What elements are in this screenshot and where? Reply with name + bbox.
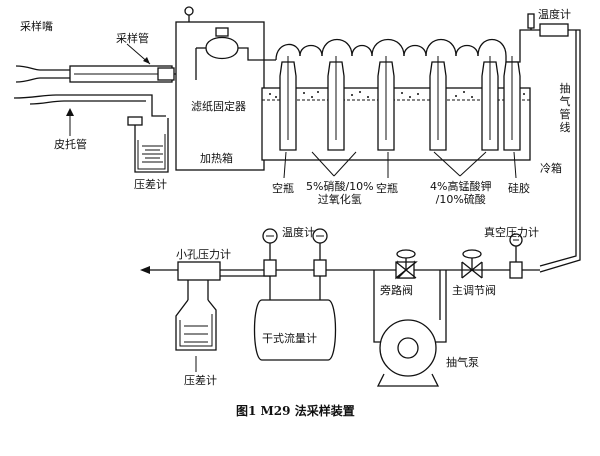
impinger-3 xyxy=(377,56,395,151)
label-pressure-gauge-bottom: 压差计 xyxy=(184,374,217,387)
label-pressure-gauge-top: 压差计 xyxy=(134,178,167,191)
connector-out xyxy=(505,29,540,63)
connector-1 xyxy=(299,44,323,57)
impinger-1 xyxy=(279,56,297,151)
pointer-nitric-b xyxy=(333,151,357,177)
thermometer-top-right xyxy=(527,13,535,30)
pump-inlet-line xyxy=(373,270,386,343)
probe-leader-arrow xyxy=(143,57,150,64)
impinger-5 xyxy=(481,56,499,151)
bypass-valve xyxy=(395,249,418,280)
connector-4 xyxy=(371,39,405,57)
label-orifice-gauge: 小孔压力计 xyxy=(176,248,231,261)
label-thermometer-top: 温度计 xyxy=(538,8,571,21)
pointer-kmno4-b xyxy=(459,151,487,177)
vacuum-pump xyxy=(376,319,440,387)
meter-thermometer-left xyxy=(262,228,278,277)
sampling-nozzle xyxy=(15,65,70,83)
label-vacuum-gauge: 真空压力计 xyxy=(484,226,539,239)
label-cold-box: 冷箱 xyxy=(540,162,562,175)
suction-line xyxy=(539,23,581,273)
label-empty-bottle-1: 空瓶 xyxy=(272,182,294,195)
label-pump: 抽气泵 xyxy=(446,356,479,369)
main-control-valve xyxy=(461,249,483,279)
figure-caption: 图1 M29 法采样装置 xyxy=(236,404,355,418)
connector-0 xyxy=(275,43,301,61)
connector-8 xyxy=(477,39,507,57)
label-suction-line: 抽气管线 xyxy=(559,82,571,134)
connector-2 xyxy=(321,39,353,57)
label-thermometer-bottom: 温度计 xyxy=(282,226,315,239)
label-empty-bottle-2: 空瓶 xyxy=(376,182,398,195)
connector-6 xyxy=(425,39,457,57)
orifice-block xyxy=(175,261,221,351)
label-silica-gel: 硅胶 xyxy=(508,182,530,195)
meter-thermometer-right xyxy=(312,228,328,277)
label-nitric-peroxide: 5%硝酸/10% 过氧化氢 xyxy=(306,180,374,206)
pitot-tube xyxy=(13,94,166,117)
dry-gas-meter xyxy=(253,276,337,361)
label-sampling-tube: 采样管 xyxy=(116,32,149,45)
pointer-kmno4-a xyxy=(433,151,461,177)
connector-5 xyxy=(403,44,427,57)
label-pitot-tube: 皮托管 xyxy=(54,138,87,151)
connector-7 xyxy=(455,44,479,57)
exhaust-arrow xyxy=(140,266,150,274)
label-sampling-nozzle: 采样嘴 xyxy=(20,20,53,33)
label-bypass-valve: 旁路阀 xyxy=(380,284,413,297)
connector-3 xyxy=(351,44,373,57)
pump-outlet-line xyxy=(430,270,447,343)
pointer-nitric-a xyxy=(311,151,335,177)
filter-holder xyxy=(195,27,276,80)
label-heating-box: 加热箱 xyxy=(200,152,233,165)
vacuum-gauge xyxy=(509,233,523,279)
heating-box-thermometer xyxy=(184,6,194,22)
impinger-4 xyxy=(429,56,447,151)
label-filter-holder: 滤纸固定器 xyxy=(191,100,246,113)
impinger-6 xyxy=(503,56,521,151)
label-main-valve: 主调节阀 xyxy=(452,284,496,297)
pointer-silica xyxy=(513,151,517,179)
pointer-empty-1 xyxy=(283,151,287,179)
pitot-leader-arrow xyxy=(66,108,74,116)
label-dry-gas-meter: 干式流量计 xyxy=(262,332,317,345)
pressure-gauge-top xyxy=(127,116,169,173)
ice-pack xyxy=(269,91,525,98)
impinger-2 xyxy=(327,56,345,151)
sampling-probe xyxy=(69,65,200,83)
label-kmno4-sulfuric: 4%高锰酸钾 /10%硫酸 xyxy=(430,180,492,206)
